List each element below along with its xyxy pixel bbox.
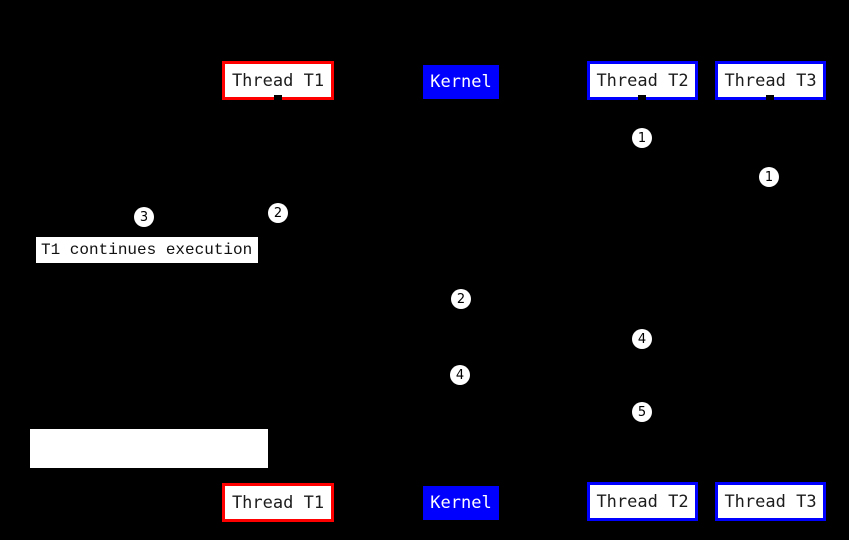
lifeline-notch xyxy=(638,95,646,101)
kernel-box-bottom: Kernel xyxy=(423,486,499,520)
thread-t3-box-bottom: Thread T3 xyxy=(715,482,826,521)
thread-t3-box-top: Thread T3 xyxy=(715,61,826,100)
step-marker-2: 2 xyxy=(451,289,471,309)
step-marker-1: 1 xyxy=(632,128,652,148)
step-marker-3: 3 xyxy=(134,207,154,227)
step-marker-1: 1 xyxy=(759,167,779,187)
thread-t1-box-bottom: Thread T1 xyxy=(222,483,334,522)
lifeline-notch xyxy=(766,95,774,101)
step-marker-2: 2 xyxy=(268,203,288,223)
thread-t1-box-top: Thread T1 xyxy=(222,61,334,100)
thread-t2-box-bottom: Thread T2 xyxy=(587,482,698,521)
lifeline-notch xyxy=(274,479,282,485)
step-marker-4: 4 xyxy=(450,365,470,385)
blank-label-box xyxy=(30,429,268,468)
t1-continues-label: T1 continues execution xyxy=(36,237,258,263)
step-marker-5: 5 xyxy=(632,402,652,422)
step-marker-4: 4 xyxy=(632,329,652,349)
kernel-box-top: Kernel xyxy=(423,65,499,99)
lifeline-notch xyxy=(274,95,282,101)
